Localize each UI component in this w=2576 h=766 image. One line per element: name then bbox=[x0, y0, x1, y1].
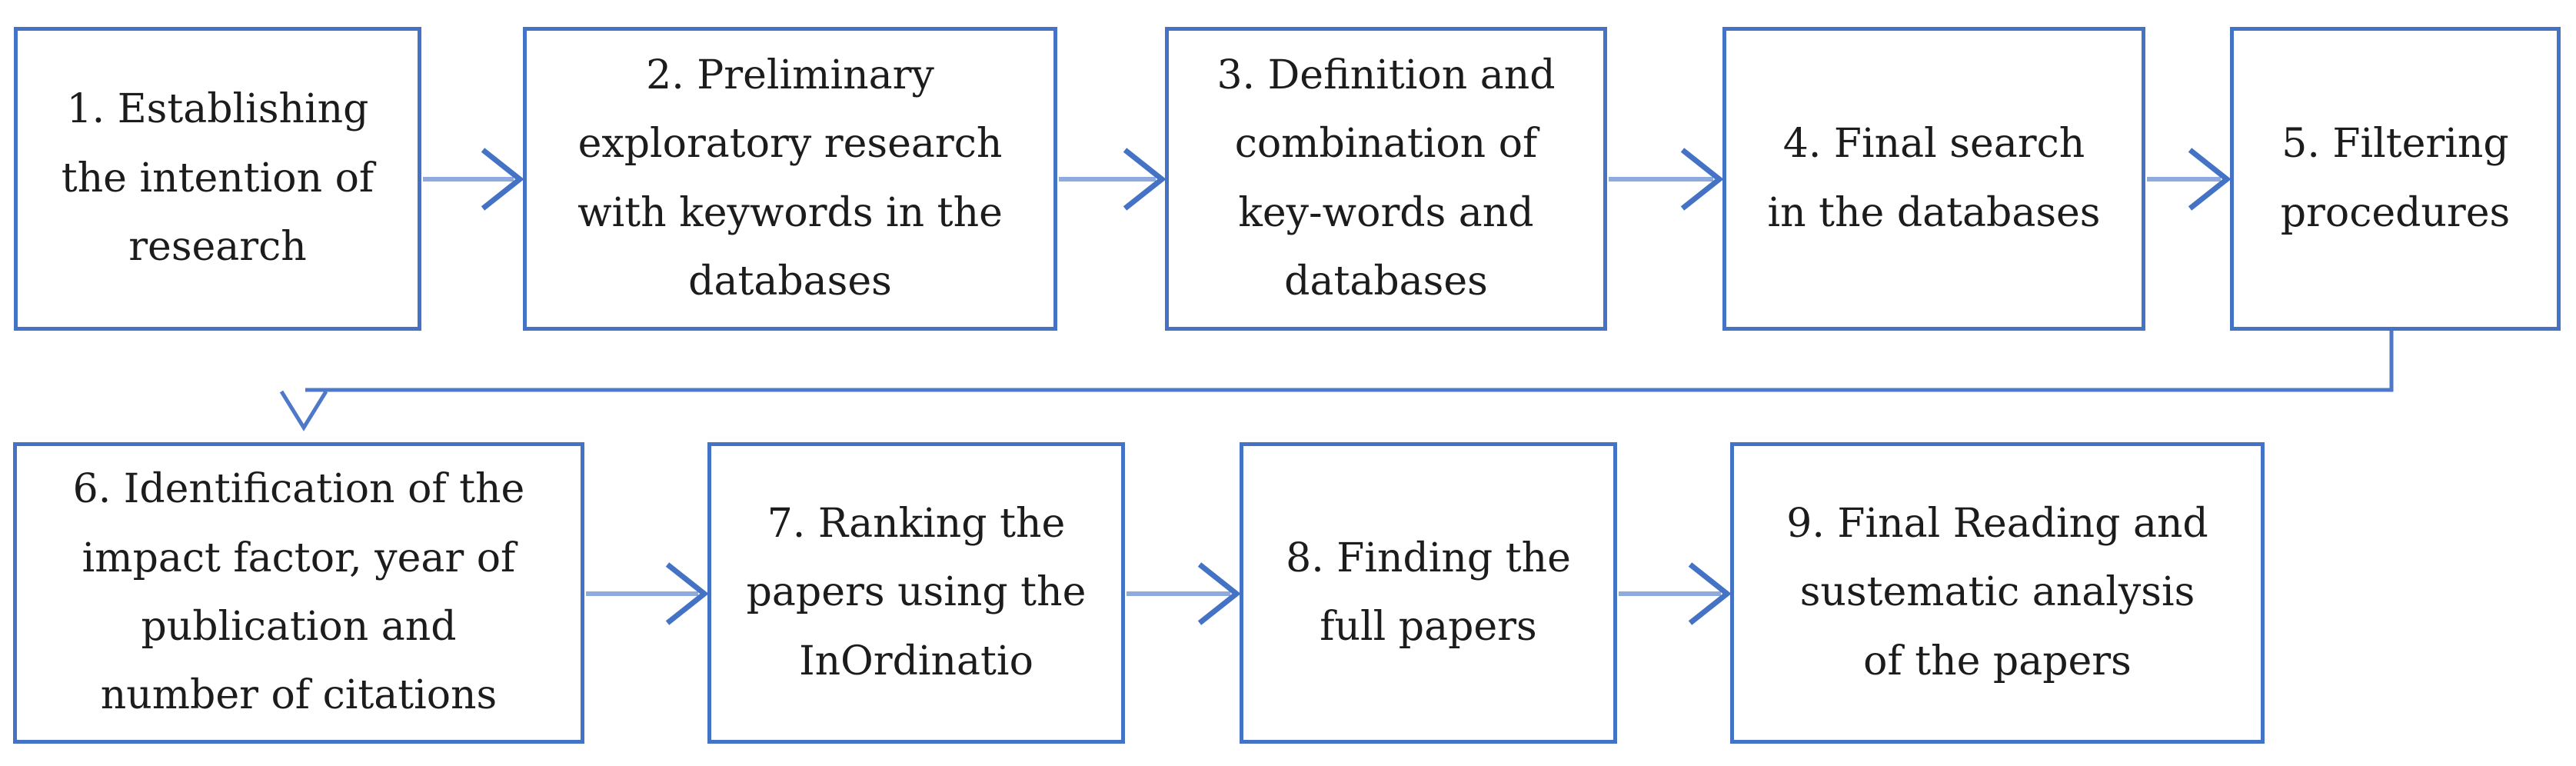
flow-step-9: 9. Final Reading and sustematic analysis… bbox=[1730, 442, 2265, 744]
flow-step-5: 5. Filtering procedures bbox=[2230, 27, 2561, 331]
flow-step-1-label: 1. Establishing the intention of researc… bbox=[61, 86, 374, 271]
flow-step-9-label: 9. Final Reading and sustematic analysis… bbox=[1786, 500, 2208, 684]
flow-step-4-label: 4. Final search in the databases bbox=[1767, 121, 2101, 236]
flow-step-8: 8. Finding the full papers bbox=[1240, 442, 1617, 744]
flow-step-5-label: 5. Filtering procedures bbox=[2280, 121, 2511, 236]
flow-step-6-label: 6. Identification of the impact factor, … bbox=[72, 466, 525, 719]
flow-step-3-label: 3. Definition and combination of key-wor… bbox=[1216, 52, 1556, 305]
arrowhead-icon-step2-to-step3 bbox=[1123, 148, 1167, 211]
arrowhead-icon-step7-to-step8 bbox=[1197, 562, 1241, 625]
arrowhead-icon-step1-to-step2 bbox=[481, 148, 524, 211]
arrowhead-icon-step4-to-step5 bbox=[2188, 148, 2232, 211]
flow-step-2: 2. Preliminary exploratory research with… bbox=[523, 27, 1057, 331]
flow-step-7-label: 7. Ranking the papers using the InOrdina… bbox=[746, 500, 1087, 684]
flow-step-6: 6. Identification of the impact factor, … bbox=[13, 442, 584, 744]
flow-step-2-label: 2. Preliminary exploratory research with… bbox=[577, 52, 1003, 305]
arrowhead-icon-step3-to-step4 bbox=[1680, 148, 1724, 211]
flow-step-1: 1. Establishing the intention of researc… bbox=[14, 27, 421, 331]
arrowhead-icon-step6-to-step7 bbox=[665, 562, 709, 625]
arrowhead-icon-step5-to-step6 bbox=[279, 390, 328, 431]
arrowhead-icon-step8-to-step9 bbox=[1688, 562, 1732, 625]
flow-step-4: 4. Final search in the databases bbox=[1722, 27, 2145, 331]
flow-step-8-label: 8. Finding the full papers bbox=[1286, 535, 1571, 650]
flow-step-7: 7. Ranking the papers using the InOrdina… bbox=[707, 442, 1125, 744]
connector-line-step5-to-step6 bbox=[305, 331, 2394, 392]
flow-step-3: 3. Definition and combination of key-wor… bbox=[1165, 27, 1607, 331]
